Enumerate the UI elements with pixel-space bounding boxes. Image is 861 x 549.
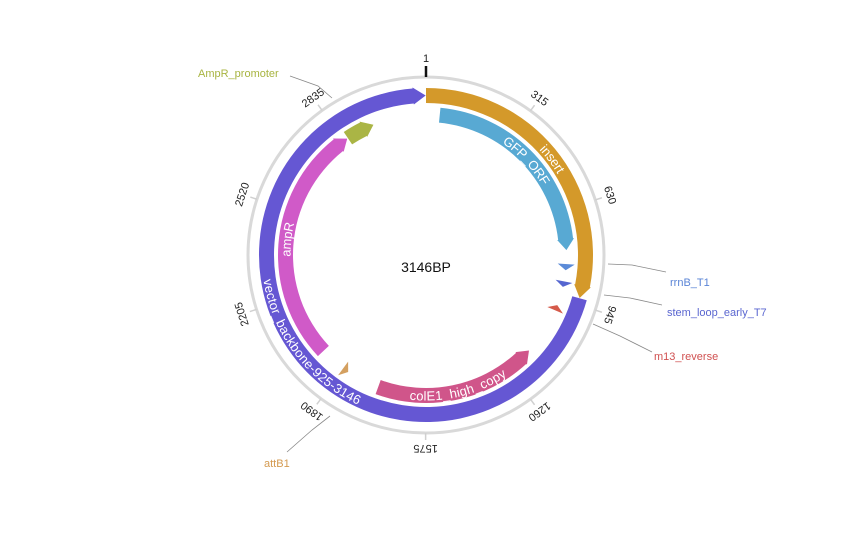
- tick-label: 630: [601, 185, 618, 206]
- cole1-high-copy-arc[interactable]: [375, 350, 529, 404]
- tick-label: 1890: [299, 399, 326, 423]
- tick-label: 1: [423, 53, 429, 65]
- feature-stem-loop-early-t7[interactable]: [555, 279, 573, 287]
- attb1-label[interactable]: attB1: [264, 458, 290, 470]
- tick-label: 2520: [233, 181, 252, 208]
- tick-label: 315: [528, 88, 550, 108]
- attb1-arc[interactable]: [338, 361, 349, 376]
- m13-reverse-label[interactable]: m13_reverse: [654, 351, 718, 363]
- feature-m13-reverse[interactable]: [547, 305, 563, 314]
- tick-mark: [529, 104, 536, 112]
- ampr-promoter-label[interactable]: AmpR_promoter: [198, 68, 279, 80]
- tick-label: 1575: [413, 442, 438, 454]
- feature-ampr-promoter[interactable]: [343, 121, 374, 145]
- ampr-label: ampR: [278, 221, 297, 257]
- tick-label: 945: [601, 304, 618, 325]
- tick-label: 1260: [526, 399, 553, 423]
- external-label-ampr-promoter[interactable]: AmpR_promoter: [198, 68, 333, 99]
- ampr-label-text: ampR: [278, 221, 297, 257]
- external-label-m13-reverse[interactable]: m13_reverse: [592, 323, 718, 363]
- backbone-ring: [246, 75, 606, 435]
- m13-reverse-arc[interactable]: [547, 305, 563, 314]
- tick-mark: [595, 309, 603, 313]
- rrnb-t1-label[interactable]: rrnB_T1: [670, 277, 710, 289]
- tick-mark: [595, 197, 603, 201]
- feature-attb1[interactable]: [338, 361, 349, 376]
- tick-mark: [317, 104, 323, 111]
- tick-label: 2205: [233, 300, 252, 327]
- tick-mark: [529, 398, 536, 406]
- feature-ampr[interactable]: ampR: [277, 138, 348, 357]
- tick-mark: [249, 308, 257, 313]
- gfp-orf-arc[interactable]: [438, 107, 575, 251]
- feature-rrnb-t1[interactable]: [557, 263, 575, 271]
- stem-loop-early-t7-arc[interactable]: [555, 279, 573, 287]
- external-label-rrnb-t1[interactable]: rrnB_T1: [607, 263, 710, 289]
- rrnb-t1-arc[interactable]: [557, 263, 575, 271]
- external-label-attb1[interactable]: attB1: [264, 415, 331, 470]
- plasmid-length-label: 3146BP: [401, 259, 451, 275]
- external-label-stem-loop-early-t7[interactable]: stem_loop_early_T7: [603, 294, 767, 319]
- ampr-arc[interactable]: [277, 138, 348, 357]
- tick-mark: [250, 196, 258, 200]
- stem-loop-early-t7-label[interactable]: stem_loop_early_T7: [667, 307, 767, 319]
- ampr-promoter-arc[interactable]: [343, 121, 374, 145]
- feature-group: insertvector_backbone-925-3146GFP_ORFamp…: [259, 87, 593, 422]
- tick-mark: [316, 398, 322, 405]
